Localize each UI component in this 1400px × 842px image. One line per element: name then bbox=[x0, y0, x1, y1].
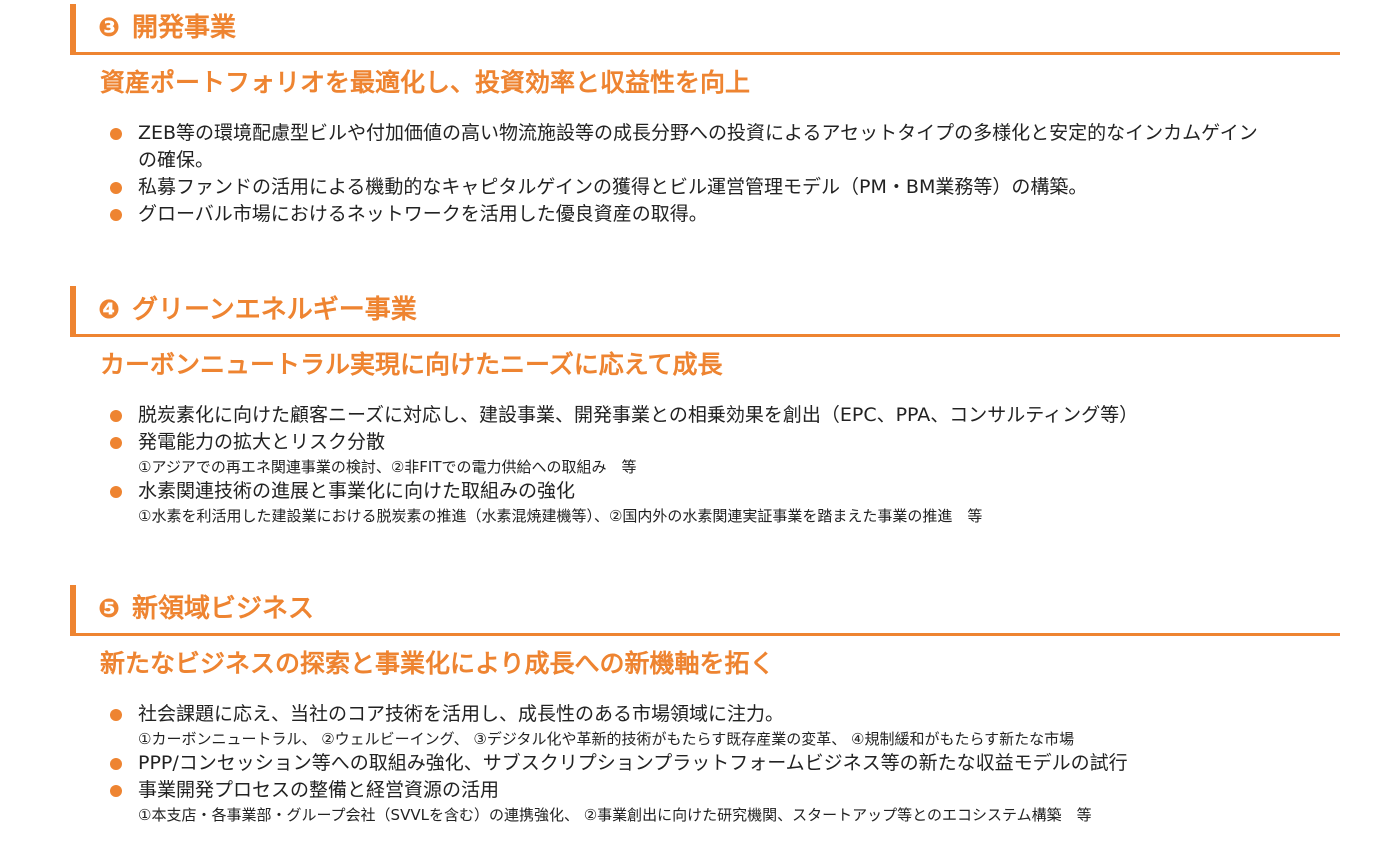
accent-bar bbox=[70, 585, 76, 635]
bullet-text: 私募ファンドの活用による機動的なキャピタルゲインの獲得とビル運営管理モデル（PM… bbox=[138, 176, 1088, 198]
bullet-text: ZEB等の環境配慮型ビルや付加価値の高い物流施設等の成長分野への投資によるアセッ… bbox=[138, 122, 1258, 171]
bullet-list: 社会課題に応え、当社のコア技術を活用し、成長性のある市場領域に注力。 ①カーボン… bbox=[108, 701, 1338, 826]
section-divider bbox=[70, 633, 1340, 636]
section-subtitle: カーボンニュートラル実現に向けたニーズに応えて成長 bbox=[100, 350, 723, 379]
list-item: 社会課題に応え、当社のコア技術を活用し、成長性のある市場領域に注力。 ①カーボン… bbox=[108, 701, 1338, 750]
section-title-text: 開発事業 bbox=[132, 13, 237, 43]
bullet-note: ①カーボンニュートラル、 ②ウェルビーイング、 ③デジタル化や革新的技術がもたら… bbox=[138, 730, 1075, 748]
section-heading: ❸ 開発事業 bbox=[70, 4, 1340, 54]
section-title: ❹ グリーンエネルギー事業 bbox=[98, 293, 417, 327]
bullet-note: ①水素を利活用した建設業における脱炭素の推進（水素混焼建機等）、②国内外の水素関… bbox=[138, 507, 983, 525]
section-title-text: グリーンエネルギー事業 bbox=[132, 295, 417, 325]
bullet-text: 脱炭素化に向けた顧客ニーズに対応し、建設事業、開発事業との相乗効果を創出（EPC… bbox=[138, 404, 1139, 426]
section-number-badge: ❺ bbox=[98, 594, 121, 624]
bullet-text: 事業開発プロセスの整備と経営資源の活用 bbox=[138, 779, 500, 801]
section-title: ❸ 開発事業 bbox=[98, 11, 236, 45]
bullet-text: 発電能力の拡大とリスク分散 bbox=[138, 431, 386, 453]
bullet-dot-icon bbox=[110, 486, 122, 498]
bullet-list: 脱炭素化に向けた顧客ニーズに対応し、建設事業、開発事業との相乗効果を創出（EPC… bbox=[108, 402, 1338, 527]
bullet-dot-icon bbox=[110, 410, 122, 422]
accent-bar bbox=[70, 286, 76, 336]
section-number-badge: ❸ bbox=[98, 13, 121, 43]
section-title-text: 新領域ビジネス bbox=[132, 594, 315, 624]
section-subtitle: 資産ポートフォリオを最適化し、投資効率と収益性を向上 bbox=[100, 68, 751, 97]
bullet-dot-icon bbox=[110, 709, 122, 721]
list-item: ZEB等の環境配慮型ビルや付加価値の高い物流施設等の成長分野への投資によるアセッ… bbox=[108, 120, 1268, 174]
bullet-dot-icon bbox=[110, 182, 122, 194]
list-item: 事業開発プロセスの整備と経営資源の活用 ①本支店・各事業部・グループ会社（SVV… bbox=[108, 777, 1338, 826]
list-item: PPP/コンセッション等への取組み強化、サブスクリプションプラットフォームビジネ… bbox=[108, 750, 1338, 777]
bullet-dot-icon bbox=[110, 785, 122, 797]
accent-bar bbox=[70, 4, 76, 54]
list-item: グローバル市場におけるネットワークを活用した優良資産の取得。 bbox=[108, 201, 1338, 228]
list-item: 私募ファンドの活用による機動的なキャピタルゲインの獲得とビル運営管理モデル（PM… bbox=[108, 174, 1338, 201]
section-subtitle: 新たなビジネスの探索と事業化により成長への新機軸を拓く bbox=[100, 649, 775, 678]
bullet-text: グローバル市場におけるネットワークを活用した優良資産の取得。 bbox=[138, 203, 708, 225]
list-item: 脱炭素化に向けた顧客ニーズに対応し、建設事業、開発事業との相乗効果を創出（EPC… bbox=[108, 402, 1338, 429]
list-item: 発電能力の拡大とリスク分散 ①アジアでの再エネ関連事業の検討、②非FITでの電力… bbox=[108, 429, 1338, 478]
section-divider bbox=[70, 52, 1340, 55]
bullet-dot-icon bbox=[110, 128, 122, 140]
bullet-dot-icon bbox=[110, 758, 122, 770]
bullet-dot-icon bbox=[110, 437, 122, 449]
section-heading: ❺ 新領域ビジネス bbox=[70, 585, 1340, 635]
section-divider bbox=[70, 334, 1340, 337]
bullet-note: ①アジアでの再エネ関連事業の検討、②非FITでの電力供給への取組み 等 bbox=[138, 458, 637, 476]
section-number-badge: ❹ bbox=[98, 295, 121, 325]
bullet-dot-icon bbox=[110, 209, 122, 221]
bullet-list: ZEB等の環境配慮型ビルや付加価値の高い物流施設等の成長分野への投資によるアセッ… bbox=[108, 120, 1338, 228]
bullet-text: PPP/コンセッション等への取組み強化、サブスクリプションプラットフォームビジネ… bbox=[138, 752, 1128, 774]
bullet-text: 水素関連技術の進展と事業化に向けた取組みの強化 bbox=[138, 480, 576, 502]
bullet-note: ①本支店・各事業部・グループ会社（SVVLを含む）の連携強化、 ②事業創出に向け… bbox=[138, 806, 1092, 824]
section-heading: ❹ グリーンエネルギー事業 bbox=[70, 286, 1340, 336]
bullet-text: 社会課題に応え、当社のコア技術を活用し、成長性のある市場領域に注力。 bbox=[138, 703, 785, 725]
list-item: 水素関連技術の進展と事業化に向けた取組みの強化 ①水素を利活用した建設業における… bbox=[108, 478, 1338, 527]
section-title: ❺ 新領域ビジネス bbox=[98, 592, 314, 626]
